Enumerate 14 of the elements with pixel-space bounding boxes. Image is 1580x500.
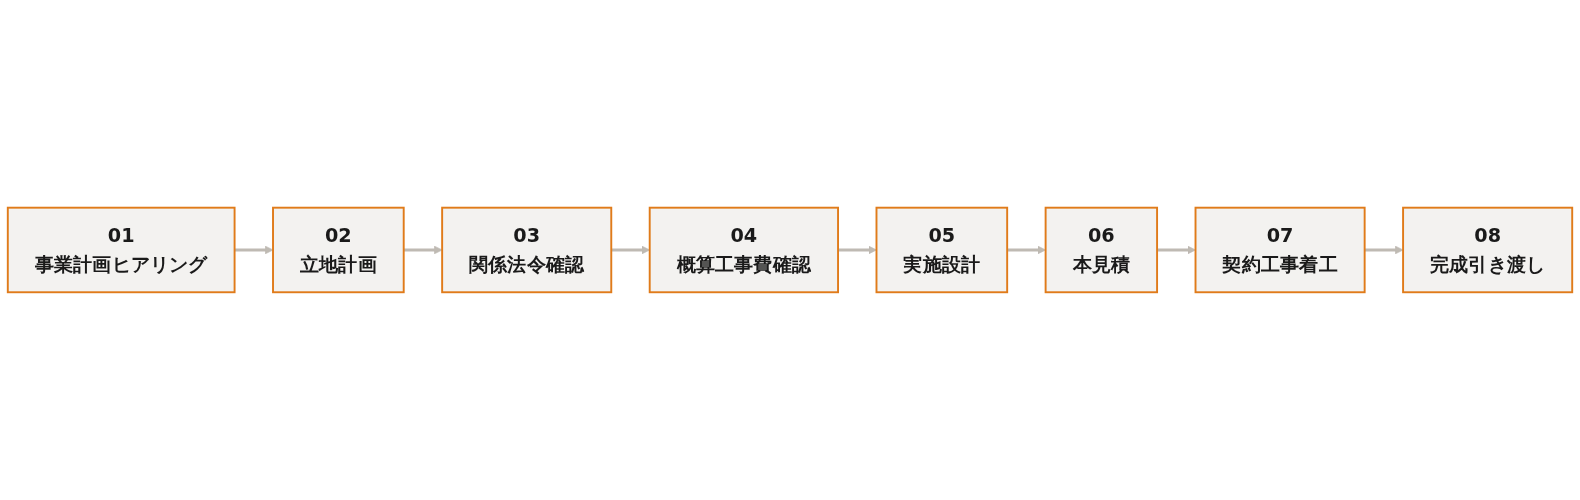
node-box: 04 概算工事費確認 bbox=[648, 206, 839, 294]
node-box: 03 関係法令確認 bbox=[441, 206, 613, 294]
arrow bbox=[403, 245, 443, 255]
arrow bbox=[1364, 245, 1404, 255]
arrow bbox=[234, 245, 274, 255]
node-box: 06 本見積 bbox=[1044, 206, 1159, 294]
arrow bbox=[1007, 245, 1046, 255]
node-box: 05 実施設計 bbox=[875, 206, 1009, 294]
node-box: 07 契約工事着工 bbox=[1194, 206, 1366, 294]
node-box: 02 立地計画 bbox=[272, 206, 405, 294]
arrow bbox=[838, 245, 877, 255]
node-box: 08 完成引き渡し bbox=[1402, 206, 1574, 294]
arrow bbox=[1157, 245, 1196, 255]
node-box: 01 事業計画ヒアリング bbox=[6, 206, 236, 294]
